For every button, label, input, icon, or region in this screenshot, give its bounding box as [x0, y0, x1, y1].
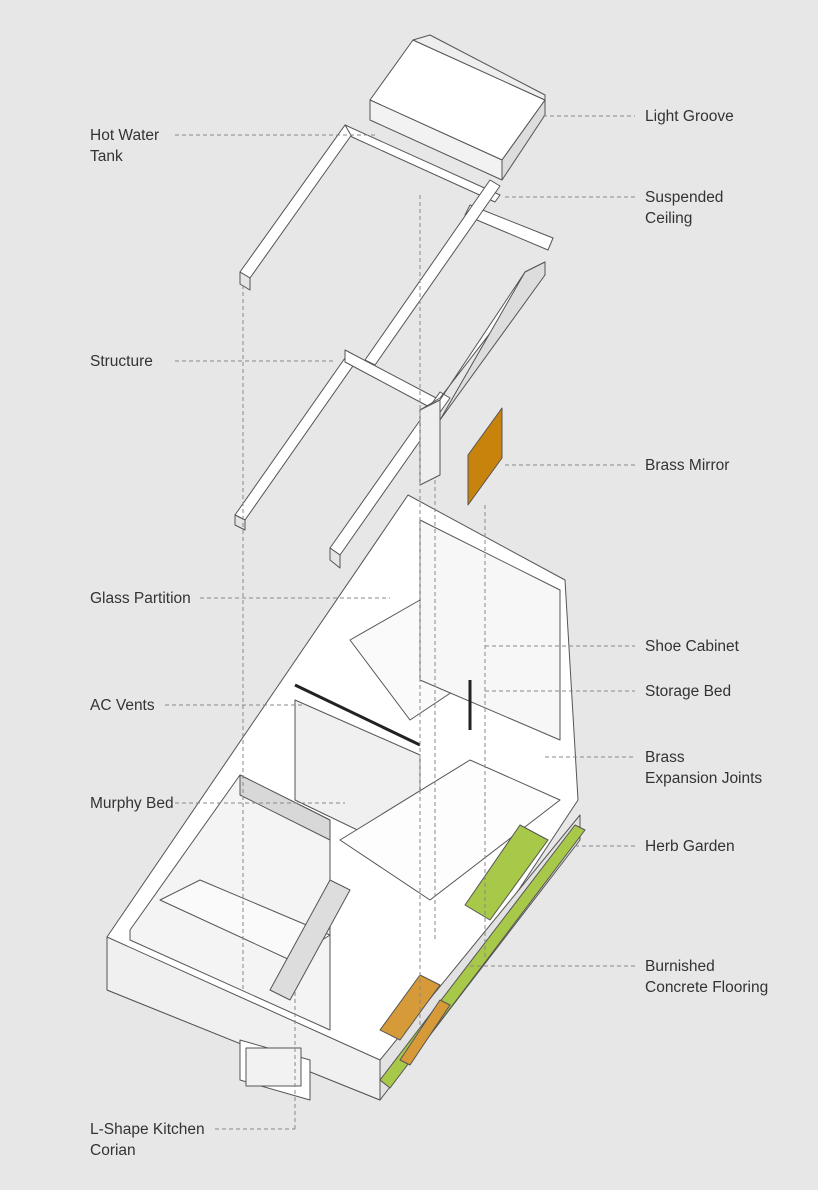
brass-mirror-panel	[467, 407, 503, 506]
label-herb-garden: Herb Garden	[645, 838, 735, 855]
light-groove-slab	[369, 34, 546, 181]
label-storage-bed: Storage Bed	[645, 683, 732, 700]
herb-garden-planter	[464, 824, 549, 921]
label-murphy-bed: Murphy Bed	[90, 795, 174, 812]
label-brass-mirror: Brass Mirror	[645, 457, 730, 474]
label-light-groove: Light Groove	[645, 108, 734, 125]
apartment-floor-plan	[106, 494, 581, 1101]
label-structure: Structure	[90, 353, 153, 370]
kitchen-counter	[379, 974, 441, 1041]
label-ac-vents: AC Vents	[90, 697, 155, 714]
label-shoe-cabinet: Shoe Cabinet	[645, 638, 739, 655]
leader-lines	[165, 115, 635, 1130]
structure-frame	[234, 261, 546, 569]
label-glass-partition: Glass Partition	[90, 590, 191, 607]
